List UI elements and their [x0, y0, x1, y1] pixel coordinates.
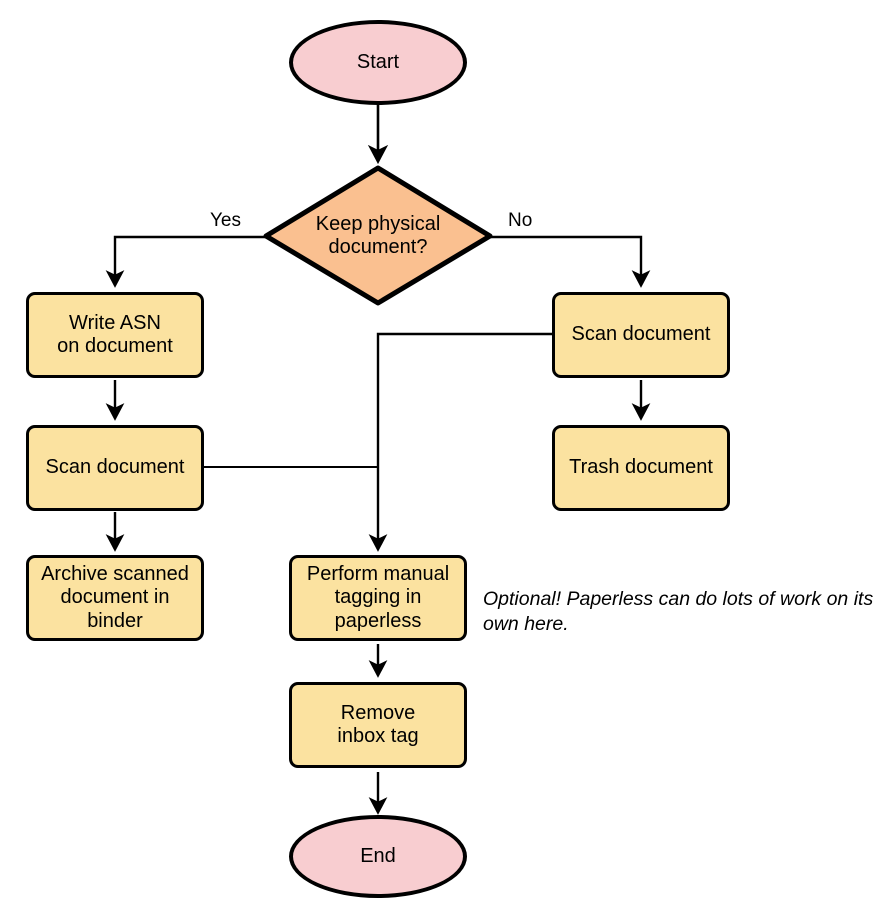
node-remove-inbox-tag-label: Remove inbox tag — [337, 701, 419, 747]
node-write-asn[interactable]: Write ASN on document — [26, 292, 204, 378]
annotation-optional-note: Optional! Paperless can do lots of work … — [483, 588, 874, 635]
node-perform-manual-tagging[interactable]: Perform manual tagging in paperless — [289, 555, 467, 641]
node-scan-document-right[interactable]: Scan document — [552, 292, 730, 378]
node-trash-document[interactable]: Trash document — [552, 425, 730, 511]
edge-label-yes: Yes — [210, 210, 241, 231]
node-archive-scanned-document-label: Archive scanned document in binder — [41, 563, 189, 632]
edge-decision-to-scan-right — [490, 235, 651, 288]
edge-label-no: No — [508, 210, 533, 231]
node-scan-document-left-label: Scan document — [45, 456, 185, 479]
node-decision[interactable]: Keep physical document? — [266, 168, 490, 304]
node-trash-document-label: Trash document — [569, 456, 713, 479]
decision-node-shape — [263, 165, 493, 306]
node-scan-document-left[interactable]: Scan document — [26, 425, 204, 511]
node-start-label: Start — [356, 50, 400, 73]
node-perform-manual-tagging-label: Perform manual tagging in paperless — [306, 563, 450, 632]
node-write-asn-label: Write ASN on document — [57, 311, 173, 357]
node-decision-label: Keep physical document? — [315, 212, 441, 258]
node-end[interactable]: End — [289, 815, 467, 898]
node-end-label: End — [360, 844, 396, 867]
node-start[interactable]: Start — [289, 20, 467, 105]
node-archive-scanned-document[interactable]: Archive scanned document in binder — [26, 555, 204, 641]
edge-scan-right-to-manual-tag — [368, 332, 552, 552]
node-remove-inbox-tag[interactable]: Remove inbox tag — [289, 682, 467, 768]
node-scan-document-right-label: Scan document — [571, 323, 711, 346]
edge-decision-to-write-asn — [105, 235, 266, 288]
